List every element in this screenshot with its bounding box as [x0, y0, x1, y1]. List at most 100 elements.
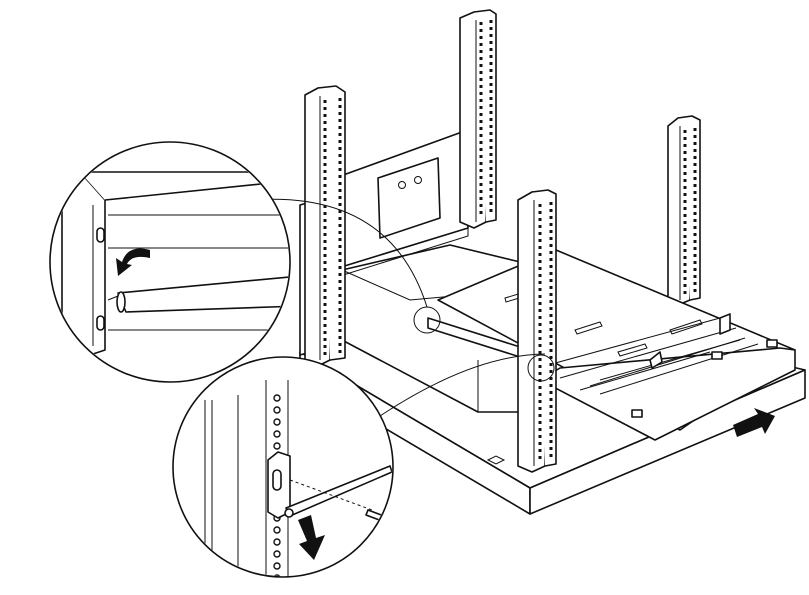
post-hole [549, 216, 553, 219]
post-hole [323, 324, 327, 327]
post-hole [538, 449, 542, 452]
post-hole [538, 358, 542, 361]
post-hole [549, 258, 553, 261]
post-hole [323, 198, 327, 201]
post-hole [538, 232, 542, 235]
post-hole [683, 193, 687, 196]
rail-end-callout [49, 141, 291, 383]
post-hole [479, 43, 483, 46]
post-hole [489, 90, 493, 93]
down-arrow-icon [298, 515, 325, 560]
post-hole [538, 239, 542, 242]
post-hole [693, 275, 697, 278]
post-hole [683, 214, 687, 217]
post-hole [683, 200, 687, 203]
post-hole [479, 113, 483, 116]
post-hole [538, 253, 542, 256]
post-hole [489, 181, 493, 184]
post-hole [538, 435, 542, 438]
post-hole [693, 205, 697, 208]
bracket-hole [273, 394, 281, 402]
post-hole [489, 62, 493, 65]
post-hole [683, 221, 687, 224]
post-hole [338, 266, 342, 269]
post-hole [338, 231, 342, 234]
post-hole [549, 251, 553, 254]
post-hole [538, 344, 542, 347]
post-hole [549, 335, 553, 338]
post-hole [549, 412, 553, 415]
post-back-right [667, 115, 701, 306]
post-hole [338, 308, 342, 311]
post-hole [683, 277, 687, 280]
post-hole [323, 184, 327, 187]
post-hole [683, 144, 687, 147]
post-hole [489, 83, 493, 86]
post-hole [489, 118, 493, 121]
post-hole [338, 203, 342, 206]
post-hole [338, 252, 342, 255]
post-hole [323, 352, 327, 355]
post-hole [538, 225, 542, 228]
post-hole [693, 233, 697, 236]
post-hole [323, 219, 327, 222]
bracket-hole [273, 574, 281, 576]
post-hole [683, 235, 687, 238]
post-hole [479, 176, 483, 179]
post-hole [549, 384, 553, 387]
post-hole [538, 309, 542, 312]
post-hole [338, 161, 342, 164]
post-hole [683, 172, 687, 175]
post-hole [693, 149, 697, 152]
post-hole [683, 207, 687, 210]
post-hole [489, 104, 493, 107]
post-hole [683, 291, 687, 294]
post-hole [693, 226, 697, 229]
post-hole [549, 265, 553, 268]
bracket-hole [273, 562, 281, 570]
post-hole [323, 282, 327, 285]
post-hole [338, 105, 342, 108]
post-hole [479, 197, 483, 200]
post-hole [683, 130, 687, 133]
post-hole [338, 140, 342, 143]
post-hole [323, 268, 327, 271]
post-hole [323, 303, 327, 306]
post-hole [683, 242, 687, 245]
post-hole [549, 377, 553, 380]
post-hole [683, 165, 687, 168]
post-hole [549, 321, 553, 324]
post-hole [338, 259, 342, 262]
post-hole [338, 182, 342, 185]
post-hole [323, 170, 327, 173]
post-hole [538, 330, 542, 333]
post-hole [549, 405, 553, 408]
curved-arrow-icon [116, 248, 150, 276]
post-hole [489, 195, 493, 198]
post-hole [538, 365, 542, 368]
post-hole [693, 156, 697, 159]
post-hole [683, 228, 687, 231]
post-hole [323, 107, 327, 110]
post-hole [549, 370, 553, 373]
post-hole [338, 126, 342, 129]
post-hole [549, 300, 553, 303]
post-hole [323, 163, 327, 166]
post-hole [489, 188, 493, 191]
post-hole [323, 177, 327, 180]
post-hole [538, 274, 542, 277]
post-hole [549, 286, 553, 289]
post-hole [489, 111, 493, 114]
post-hole [538, 442, 542, 445]
post-hole [338, 329, 342, 332]
post-hole [693, 212, 697, 215]
post-hole [549, 356, 553, 359]
post-hole [338, 350, 342, 353]
post-hole [323, 296, 327, 299]
post-hole [693, 135, 697, 138]
post-hole [479, 141, 483, 144]
post-hole [693, 268, 697, 271]
post-hole [683, 158, 687, 161]
post-hole [479, 204, 483, 207]
